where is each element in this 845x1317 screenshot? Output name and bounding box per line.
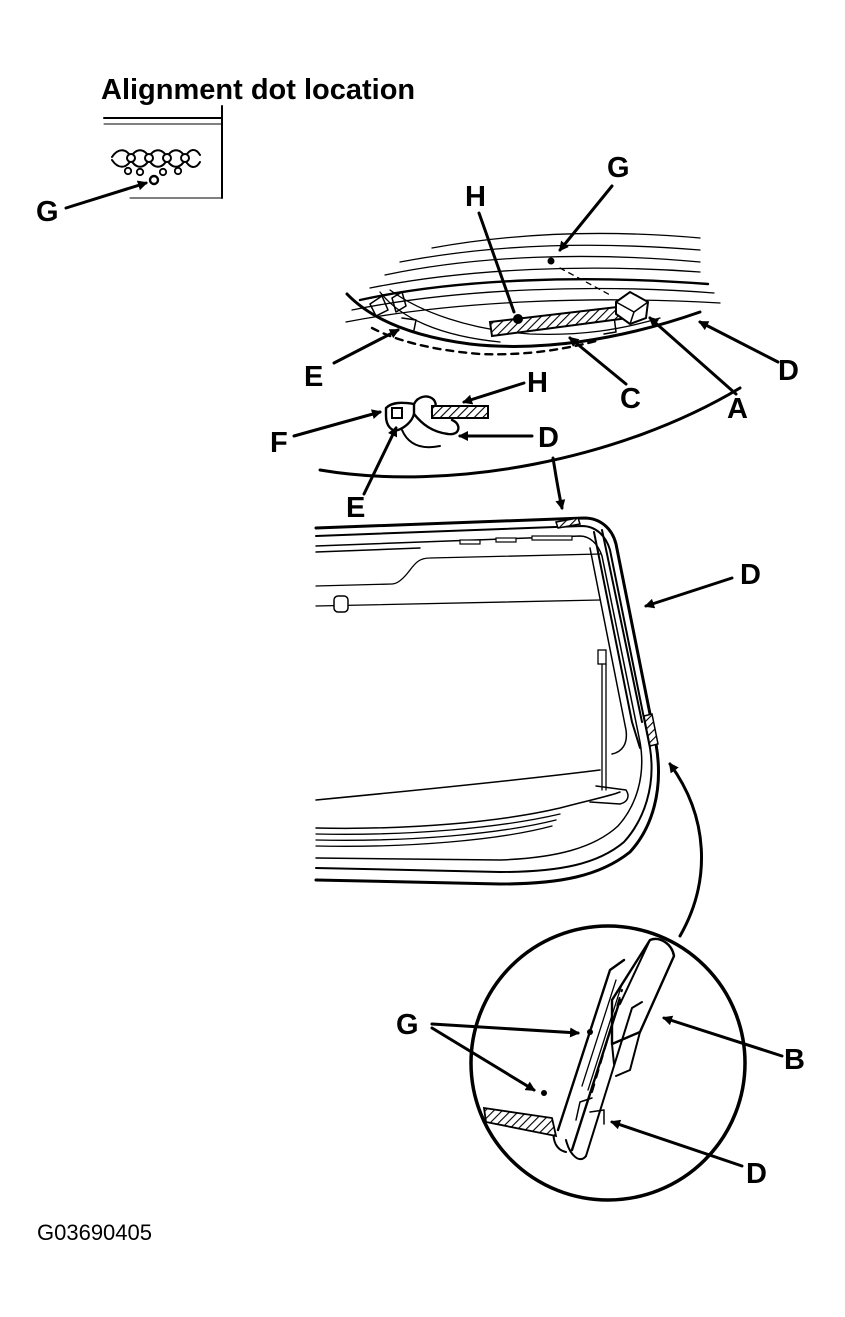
detail-arc <box>318 386 742 479</box>
leader-circ-g-lower <box>430 1026 536 1092</box>
callout-top-c: C <box>620 383 641 415</box>
callout-top-g: G <box>607 152 630 184</box>
callout-circ-d: D <box>746 1158 767 1190</box>
leader-top-d <box>698 320 780 364</box>
leader-circ-d <box>610 1119 744 1168</box>
alignment-dot-h <box>513 314 523 324</box>
magnified-detail <box>469 924 747 1202</box>
leader-top-h <box>477 211 516 314</box>
callout-circ-g: G <box>396 1009 419 1041</box>
diagram-title: Alignment dot location <box>101 74 415 106</box>
leader-sec-f <box>292 409 382 438</box>
windshield-glass <box>314 516 660 886</box>
leader-top-a <box>648 316 738 396</box>
leader-top-g <box>558 184 614 252</box>
callout-top-e: E <box>304 361 323 393</box>
leader-circ-b <box>662 1015 784 1058</box>
leader-sec-e <box>362 426 398 496</box>
leader-main-d <box>644 576 734 609</box>
leader-top-e <box>332 328 400 365</box>
alignment-dot-top <box>547 257 555 265</box>
leader-circ-g-upper <box>430 1022 580 1038</box>
alignment-dot-circle-lower <box>541 1090 547 1096</box>
leader-top-c <box>568 336 628 386</box>
arrow-to-corner <box>551 456 566 510</box>
callout-circ-b: B <box>784 1044 805 1076</box>
callout-sec-e: E <box>346 492 365 524</box>
upper-corner-detail <box>345 232 721 356</box>
leader-inset-g <box>64 180 148 210</box>
leader-sec-h <box>462 381 526 405</box>
callout-sec-f: F <box>270 427 288 459</box>
alignment-dot-circle-upper <box>587 1029 593 1035</box>
alignment-dot-inset <box>103 105 223 199</box>
arrow-circle-to-glass <box>668 762 703 938</box>
figure-id: G03690405 <box>37 1220 152 1245</box>
callout-main-d: D <box>740 559 761 591</box>
callout-top-a: A <box>727 393 748 425</box>
adhesive-strip <box>488 304 630 338</box>
callout-top-h: H <box>465 181 486 213</box>
molding-cross-section <box>384 395 489 449</box>
spacer-block <box>615 290 650 326</box>
callout-sec-d: D <box>538 422 559 454</box>
callout-inset-g: G <box>36 196 59 228</box>
section-glass <box>431 405 489 419</box>
callout-top-d: D <box>778 355 799 387</box>
callout-sec-h: H <box>527 367 548 399</box>
